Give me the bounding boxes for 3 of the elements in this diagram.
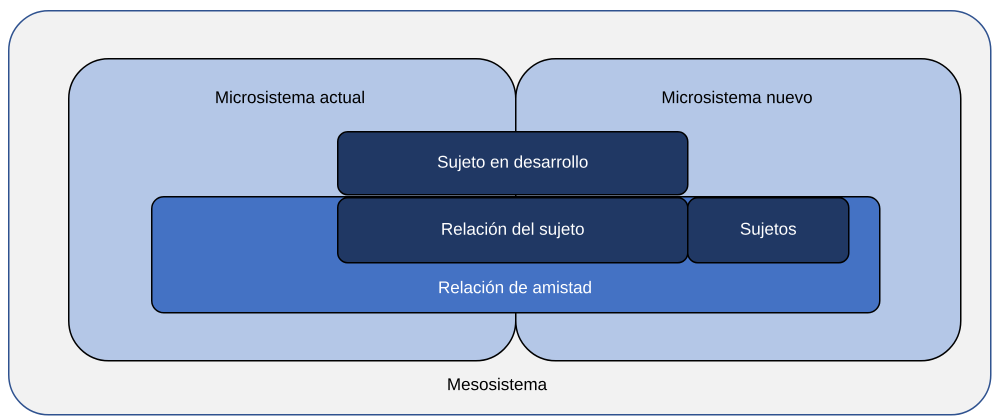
relation-box: Relación del sujeto — [337, 197, 688, 264]
subject-box: Sujeto en desarrollo — [337, 131, 688, 196]
subject-box: Sujetos — [687, 197, 850, 264]
